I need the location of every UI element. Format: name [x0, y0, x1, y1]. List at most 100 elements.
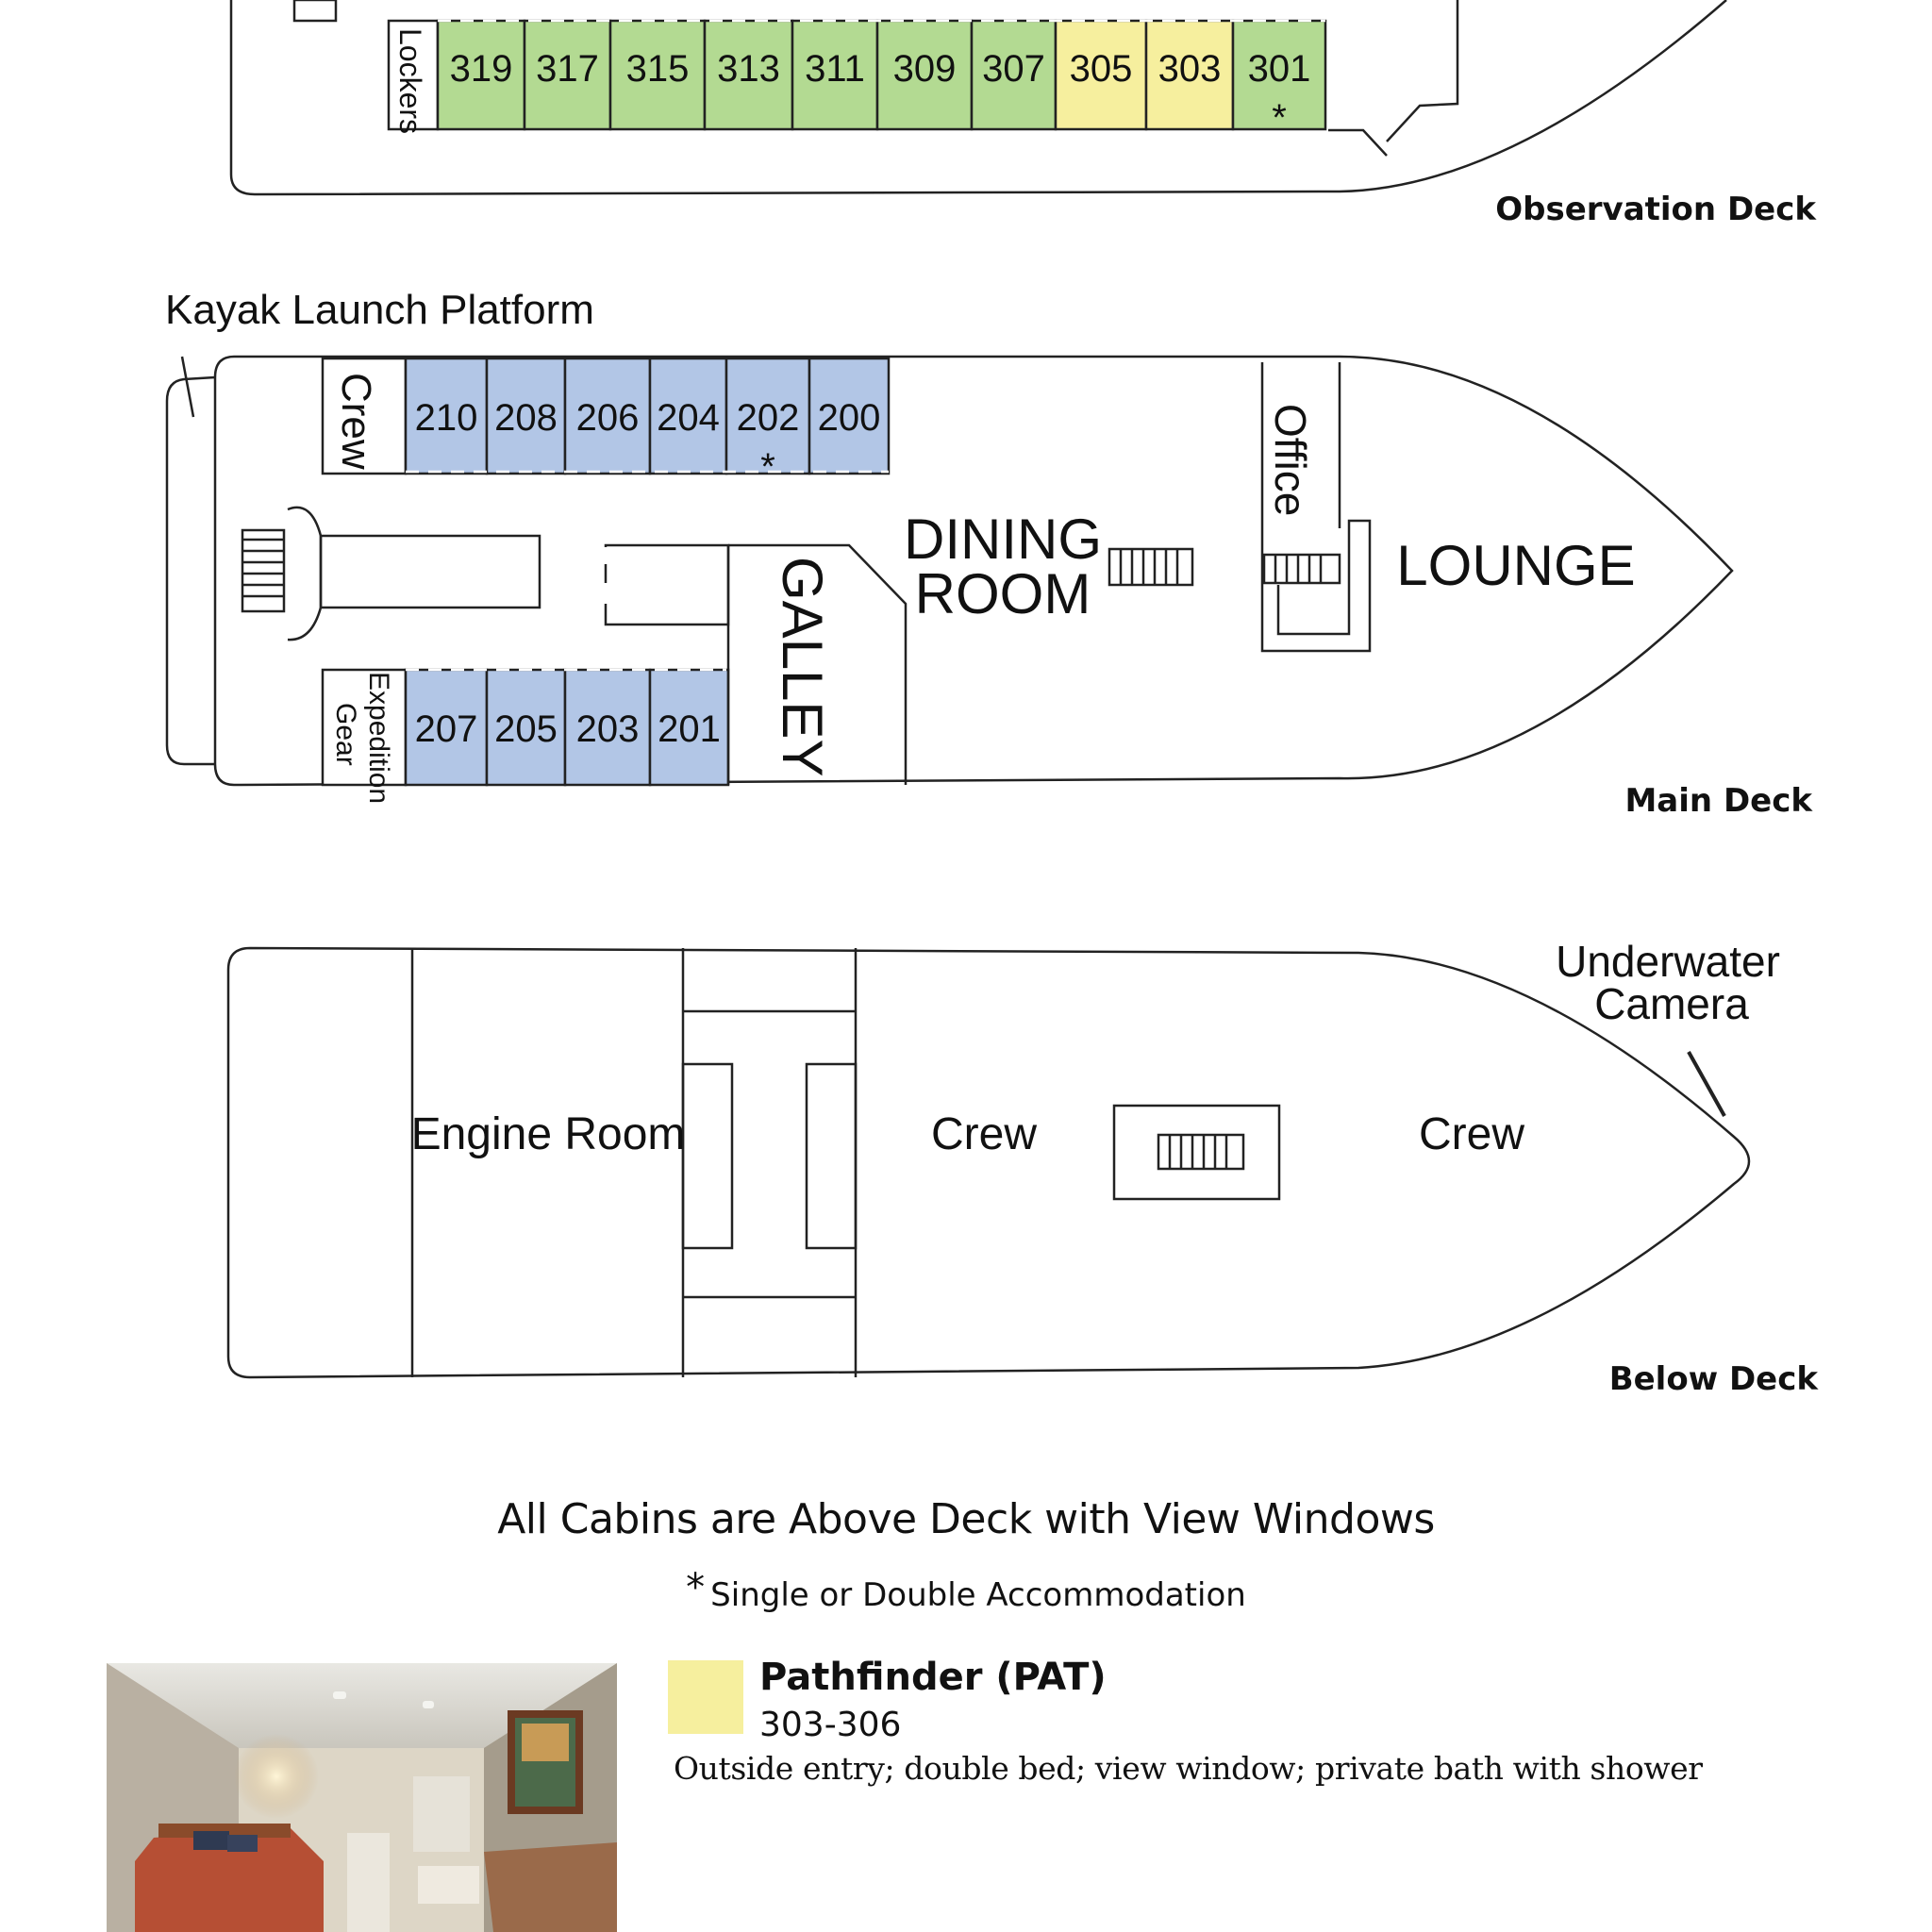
camera-label-1: Underwater [1556, 937, 1780, 986]
cabin-number: 319 [450, 48, 513, 90]
observation-deck-stern-fixture [292, 0, 338, 23]
below-deck-title: Below Deck [1609, 1360, 1820, 1398]
cabin-305: 305 [1054, 19, 1148, 131]
cabin-205: 205 [485, 668, 567, 787]
camera-label-2: Camera [1594, 979, 1749, 1028]
cabin-208-area [485, 357, 567, 475]
single-double-asterisk: * [760, 446, 775, 488]
below-crew-right-label: Crew [1419, 1109, 1524, 1159]
cabin-305-area [1054, 19, 1148, 131]
tank-left [681, 1062, 734, 1250]
cabin-number: 202 [737, 397, 800, 439]
main-deck-corridor-block [319, 534, 541, 609]
cabin-201: 201 [648, 668, 730, 787]
lockers-label: Lockers [393, 28, 427, 134]
cabin-203-area [563, 668, 652, 787]
legend-cabin-description: Outside entry; double bed; view window; … [674, 1750, 1703, 1787]
cabin-205-area [485, 668, 567, 787]
main-deck-bottom-cabins: 207 205 203 201 [404, 668, 730, 787]
cabin-number: 207 [415, 708, 478, 750]
main-crew-room [321, 357, 408, 475]
observation-deck-hull [229, 0, 1727, 196]
cabins-footnote-title: All Cabins are Above Deck with View Wind… [497, 1495, 1435, 1543]
cabin-number: 204 [657, 397, 720, 439]
cabin-207-area [404, 668, 489, 787]
observation-deck-title: Observation Deck [1495, 191, 1817, 228]
observation-deck-cabins: 319 317 315 313 311 309 307 305 303 301 * [436, 19, 1327, 139]
kayak-launch-platform [165, 375, 216, 766]
cabin-number: 200 [818, 397, 881, 439]
main-deck-title: Main Deck [1624, 782, 1813, 820]
cabin-200: 200 [808, 357, 891, 475]
cabin-208: 208 [485, 357, 567, 475]
cabin-number: 303 [1158, 48, 1222, 90]
cabin-photo-image [107, 1663, 617, 1932]
below-deck-hull [226, 946, 1751, 1379]
accommodation-note-text: Single or Double Accommodation [710, 1576, 1246, 1614]
expedition-label: Expedition [363, 672, 394, 804]
kayak-platform-label: Kayak Launch Platform [165, 287, 594, 333]
cabin-313: 313 [703, 19, 794, 131]
main-deck: Kayak Launch Platform Crew Expedition Ge… [165, 287, 1813, 820]
main-crew-label: Crew [333, 373, 379, 470]
cabin-319: 319 [436, 19, 526, 131]
asterisk-symbol: * [686, 1566, 706, 1609]
cabin-315: 315 [608, 19, 707, 131]
kayak-platform-pointer [180, 356, 195, 418]
cabin-number: 205 [494, 708, 558, 750]
legend-cabin-name: Pathfinder (PAT) [759, 1656, 1107, 1699]
gear-label: Gear [330, 703, 361, 766]
cabin-204: 204 [648, 357, 728, 475]
observation-deck-house-corner [1328, 128, 1388, 157]
main-deck-hull [213, 355, 1734, 787]
engine-room-label: Engine Room [411, 1109, 686, 1159]
lounge-label: LOUNGE [1396, 534, 1635, 597]
single-double-asterisk: * [1272, 97, 1287, 139]
cabin-301: 301 * [1231, 19, 1327, 139]
stern-stairs [241, 506, 323, 641]
tank-right [805, 1062, 858, 1250]
pathfinder-color-swatch [668, 1660, 743, 1734]
cabin-number: 317 [536, 48, 599, 90]
cabin-number: 201 [658, 708, 721, 750]
cabin-317-area [523, 19, 612, 131]
cabin-number: 210 [415, 397, 478, 439]
cabin-number: 307 [982, 48, 1045, 90]
office-stairs [1262, 553, 1341, 585]
cabin-number: 305 [1070, 48, 1133, 90]
camera-pointer [1687, 1051, 1726, 1117]
cabin-number: 301 [1248, 48, 1311, 90]
cabin-206: 206 [563, 357, 652, 475]
cabin-202-area [724, 357, 811, 475]
cabin-311: 311 [791, 19, 879, 131]
main-deck-passage [604, 543, 730, 626]
dining-room-stairs [1108, 547, 1194, 587]
cabin-307: 307 [970, 19, 1058, 131]
cabin-number: 311 [805, 48, 865, 90]
cabin-303-area [1144, 19, 1235, 131]
cabin-number: 203 [576, 708, 640, 750]
cabin-number: 313 [717, 48, 780, 90]
cabin-number: 315 [626, 48, 690, 90]
accommodation-note: *Single or Double Accommodation [0, 1566, 1932, 1614]
cabin-210-area [404, 357, 489, 475]
cabin-301-area [1231, 19, 1327, 131]
cabin-319-area [436, 19, 526, 131]
cabin-200-area [808, 357, 891, 475]
cabin-210: 210 [404, 357, 489, 475]
cabin-202: 202 * [724, 357, 811, 488]
cabin-203: 203 [563, 668, 652, 787]
cabin-204-area [648, 357, 728, 475]
cabin-303: 303 [1144, 19, 1235, 131]
cabin-207: 207 [404, 668, 489, 787]
galley-room [728, 543, 908, 785]
expedition-gear-room [321, 668, 408, 787]
legend-cabin-range: 303-306 [759, 1706, 902, 1744]
dining-label-1: DINING [904, 508, 1102, 571]
cabin-317: 317 [523, 19, 612, 131]
cabin-number: 309 [893, 48, 957, 90]
galley-label: GALLEY [771, 557, 834, 776]
cabin-number: 208 [494, 397, 558, 439]
